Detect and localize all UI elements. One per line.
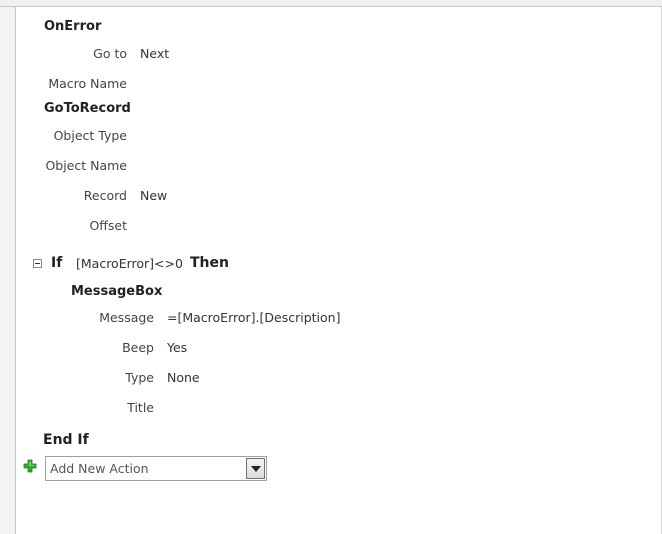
- arg-value-record[interactable]: New: [140, 188, 168, 203]
- arg-label-type: Type: [125, 370, 154, 385]
- arg-label-object-type: Object Type: [53, 128, 127, 143]
- action-title-onerror[interactable]: OnError: [44, 19, 102, 34]
- action-title-messagebox[interactable]: MessageBox: [71, 284, 163, 299]
- macro-designer-canvas: OnError Go to Next Macro Name GoToRecord…: [17, 8, 661, 534]
- arg-value-message[interactable]: =[MacroError].[Description]: [167, 310, 341, 325]
- action-title-gotorecord[interactable]: GoToRecord: [44, 101, 131, 116]
- add-new-action-placeholder: Add New Action: [50, 461, 149, 476]
- plus-icon[interactable]: [23, 459, 37, 473]
- arg-label-beep: Beep: [122, 340, 154, 355]
- arg-label-title: Title: [127, 400, 154, 415]
- left-gutter: [0, 7, 16, 534]
- arg-value-beep[interactable]: Yes: [167, 340, 188, 355]
- add-new-action-combobox[interactable]: Add New Action: [45, 456, 267, 481]
- arg-label-message: Message: [99, 310, 154, 325]
- if-keyword: If: [51, 255, 63, 271]
- arg-value-goto[interactable]: Next: [140, 46, 170, 61]
- arg-label-macro-name: Macro Name: [48, 76, 127, 91]
- arg-label-offset: Offset: [89, 218, 127, 233]
- window-top-border: [0, 0, 662, 7]
- end-if-keyword: End If: [43, 432, 89, 448]
- arg-value-type[interactable]: None: [167, 370, 200, 385]
- collapse-minus-icon[interactable]: [33, 259, 42, 268]
- if-condition[interactable]: [MacroError]<>0: [76, 256, 183, 271]
- arg-label-record: Record: [83, 188, 127, 203]
- then-keyword: Then: [190, 255, 229, 271]
- chevron-down-icon[interactable]: [246, 458, 265, 479]
- arg-label-object-name: Object Name: [45, 158, 127, 173]
- arg-label-goto: Go to: [93, 46, 127, 61]
